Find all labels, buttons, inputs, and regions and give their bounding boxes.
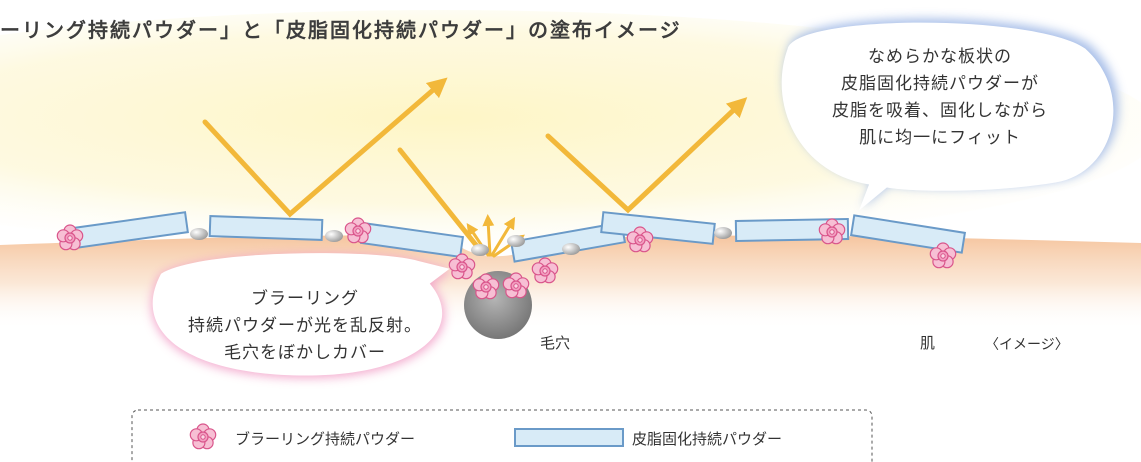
callout-sebum-bubble — [781, 18, 1119, 211]
plate — [208, 215, 324, 241]
arrow-right — [545, 97, 748, 214]
arrow-left — [202, 77, 448, 218]
scatter-arrow-2 — [482, 214, 495, 257]
callout-blur-line: 毛穴をぼかしカバー — [224, 343, 386, 363]
callout-sebum-text: なめらかな板状の 皮脂固化持続パウダーが 皮脂を吸着、固化しながら 肌に均一にフ… — [800, 44, 1080, 152]
image-note: 〈イメージ〉 — [985, 337, 1069, 353]
callout-blur-text: ブラーリング 持続パウダーが光を乱反射。 毛穴をぼかしカバー — [160, 286, 450, 367]
callout-blur-line: ブラーリング — [251, 289, 359, 309]
callout-sebum-line: 肌に均一にフィット — [859, 128, 1021, 148]
sebum-balls — [190, 227, 732, 256]
sebum-plates — [73, 211, 967, 263]
callout-sebum-line: 皮脂を吸着、固化しながら — [832, 101, 1048, 121]
light-arrows — [202, 77, 748, 258]
legend-flower-icon — [189, 423, 217, 450]
callout-blur-bubble — [151, 253, 452, 379]
skin-label: 肌 — [920, 334, 936, 352]
plate — [600, 211, 716, 245]
legend-blur-powder: ブラーリング持続パウダー — [235, 430, 416, 448]
callout-sebum-line: なめらかな板状の — [868, 47, 1012, 67]
plate — [734, 218, 850, 242]
legend-box — [131, 409, 873, 462]
legend-sebum-powder: 皮脂固化持続パウダー — [632, 430, 783, 448]
diagram-title: ーリング持続パウダー」と「皮脂固化持続パウダー」の塗布イメージ — [0, 18, 682, 42]
legend-plate-icon — [514, 428, 624, 447]
plate — [849, 214, 967, 254]
arrow-into-pore — [397, 147, 483, 253]
pore-label: 毛穴 — [540, 334, 571, 352]
scatter-arrow-3 — [490, 216, 516, 257]
callout-sebum-line: 皮脂固化持続パウダーが — [841, 74, 1039, 94]
callout-blur-line: 持続パウダーが光を乱反射。 — [188, 316, 422, 336]
